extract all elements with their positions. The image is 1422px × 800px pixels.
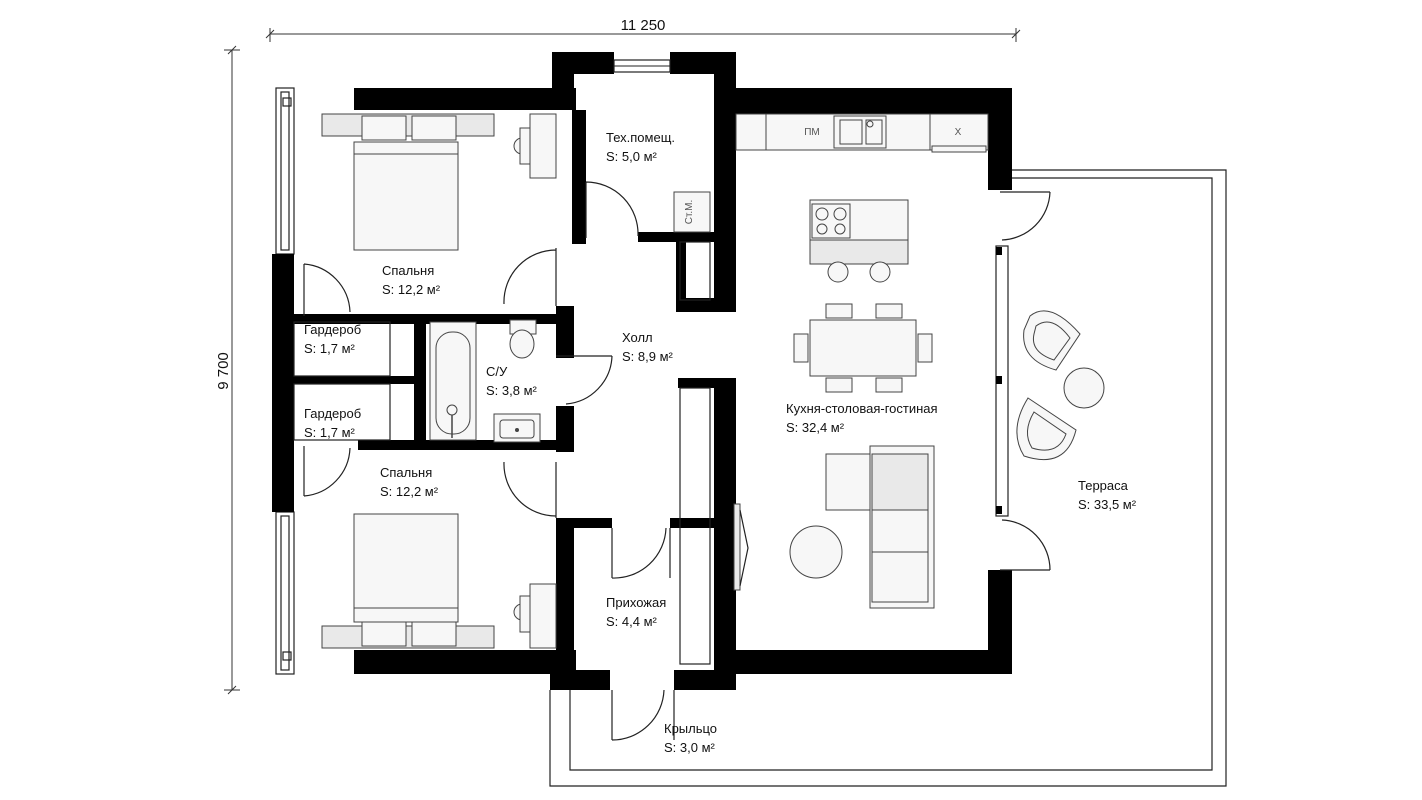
room-name: С/У — [486, 364, 508, 379]
room-name: Крыльцо — [664, 721, 717, 736]
room-area: S: 33,5 м² — [1078, 497, 1137, 512]
dimension-height-label: 9 700 — [215, 352, 232, 390]
room-name: Прихожая — [606, 595, 666, 610]
room-area: S: 12,2 м² — [380, 484, 439, 499]
coffee-table — [789, 525, 843, 579]
room-label-porch: Крыльцо S: 3,0 м² — [664, 721, 717, 755]
room-name: Холл — [622, 330, 653, 345]
room-name: Спальня — [380, 465, 432, 480]
room-area: S: 5,0 м² — [606, 149, 658, 164]
room-area: S: 12,2 м² — [382, 282, 441, 297]
room-area: S: 1,7 м² — [304, 425, 356, 440]
tech-room-window — [613, 59, 671, 73]
walls — [272, 52, 1012, 690]
terrace-outline — [549, 169, 1227, 787]
bed-top — [321, 113, 495, 251]
dimension-height: 9 700 — [215, 45, 240, 695]
dining-table — [793, 303, 933, 393]
bathtub — [429, 321, 477, 441]
doors — [303, 181, 1051, 741]
room-label-wardrobe-top: Гардероб S: 1,7 м² — [304, 322, 361, 356]
room-area: S: 3,8 м² — [486, 383, 538, 398]
kitchen-counter: ПМ Х — [735, 113, 989, 153]
room-name: Спальня — [382, 263, 434, 278]
room-label-entry: Прихожая S: 4,4 м² — [606, 595, 666, 629]
terrace-armchair-top — [1023, 310, 1081, 371]
room-area: S: 3,0 м² — [664, 740, 716, 755]
terrace-armchair-bottom — [1016, 397, 1077, 461]
room-name: Терраса — [1078, 478, 1129, 493]
wardrobe-partitions — [293, 241, 711, 665]
terrace-table — [1063, 367, 1105, 409]
room-name: Гардероб — [304, 406, 361, 421]
room-label-tech: Тех.помещ. S: 5,0 м² — [606, 130, 675, 164]
room-label-terrace: Терраса S: 33,5 м² — [1078, 478, 1137, 512]
desk-top — [513, 113, 557, 179]
room-label-bathroom: С/У S: 3,8 м² — [486, 364, 538, 398]
desk-bottom — [513, 583, 557, 649]
room-label-bedroom-bottom: Спальня S: 12,2 м² — [380, 465, 439, 499]
room-name: Кухня-столовая-гостиная — [786, 401, 938, 416]
room-name: Тех.помещ. — [606, 130, 675, 145]
room-label-hall: Холл S: 8,9 м² — [622, 330, 674, 364]
room-label-bedroom-top: Спальня S: 12,2 м² — [382, 263, 441, 297]
room-area: S: 1,7 м² — [304, 341, 356, 356]
room-area: S: 8,9 м² — [622, 349, 674, 364]
tv-stand — [733, 503, 749, 591]
kitchen-island — [809, 199, 909, 283]
dimension-width: 11 250 — [265, 17, 1021, 42]
room-label-living: Кухня-столовая-гостиная S: 32,4 м² — [786, 401, 938, 435]
washing-machine: Ст.М. — [673, 191, 711, 233]
bed-bottom — [321, 513, 495, 649]
room-area: S: 4,4 м² — [606, 614, 658, 629]
room-label-wardrobe-bottom: Гардероб S: 1,7 м² — [304, 406, 361, 440]
dishwasher-label: ПМ — [804, 127, 820, 138]
toilet — [509, 319, 537, 359]
dimension-width-label: 11 250 — [621, 17, 666, 34]
sink — [493, 413, 541, 443]
room-area: S: 32,4 м² — [786, 420, 845, 435]
room-name: Гардероб — [304, 322, 361, 337]
washer-label: Ст.М. — [684, 200, 695, 225]
fridge-label: Х — [955, 127, 962, 138]
sofa — [825, 445, 935, 609]
